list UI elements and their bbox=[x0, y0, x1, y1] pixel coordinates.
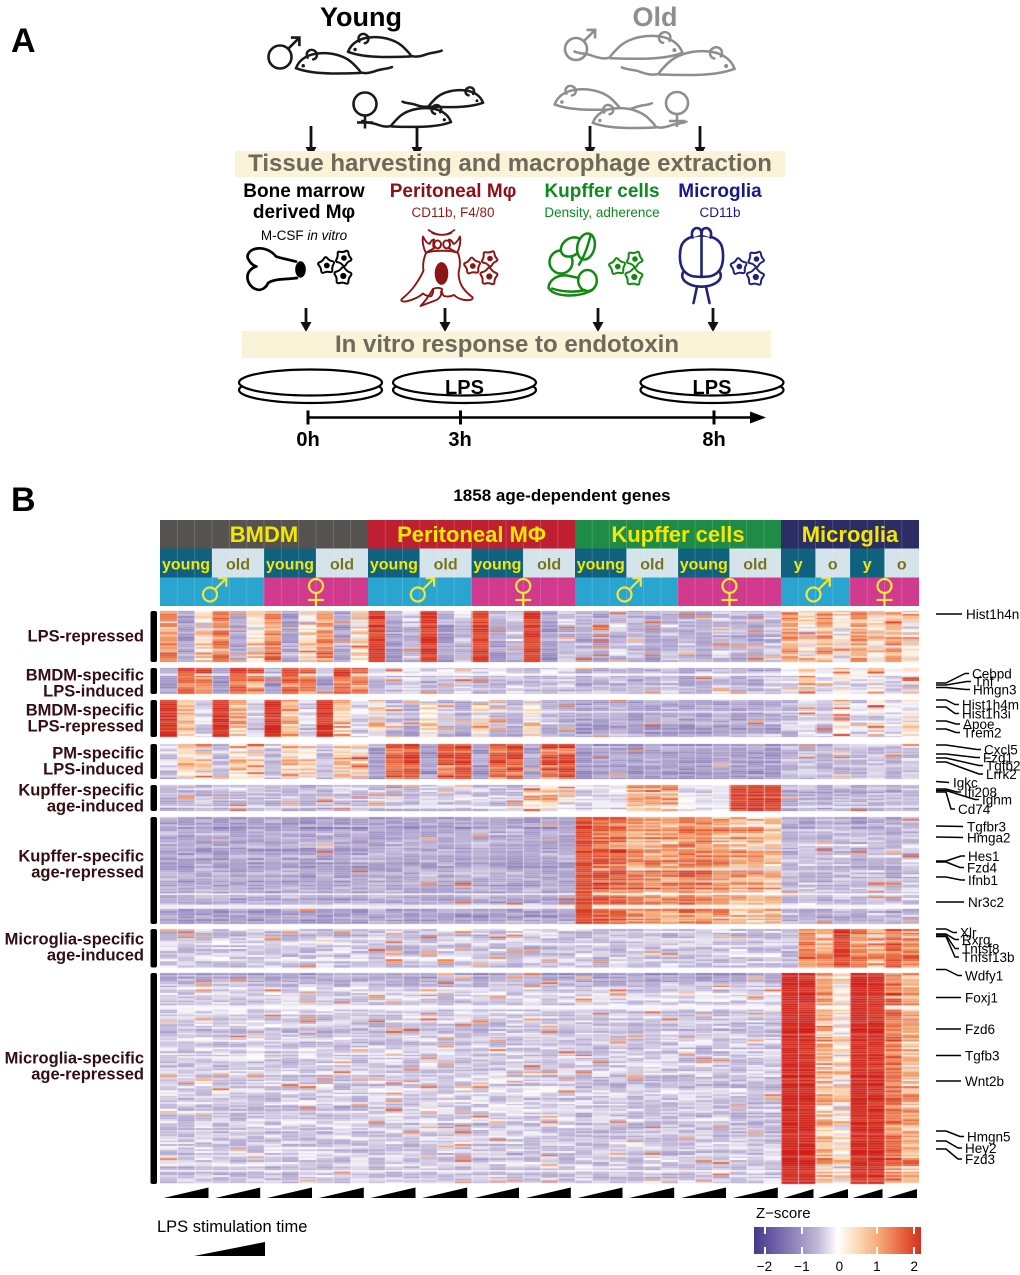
svg-text:CD11b: CD11b bbox=[699, 205, 740, 220]
svg-text:LPS-repressed: LPS-repressed bbox=[28, 628, 144, 646]
svg-text:LPS-repressed: LPS-repressed bbox=[28, 718, 144, 736]
svg-text:LPS: LPS bbox=[445, 377, 484, 399]
svg-text:Tnfsf13b: Tnfsf13b bbox=[962, 950, 1015, 965]
svg-text:Microglia-specific: Microglia-specific bbox=[5, 1050, 144, 1068]
svg-text:0: 0 bbox=[836, 1259, 844, 1274]
svg-text:BMDM: BMDM bbox=[230, 522, 298, 547]
svg-text:Ighm: Ighm bbox=[982, 793, 1012, 808]
svg-text:young: young bbox=[370, 557, 418, 574]
svg-text:old: old bbox=[743, 557, 767, 574]
svg-text:y: y bbox=[863, 557, 872, 574]
svg-text:Kupffer-specific: Kupffer-specific bbox=[18, 782, 144, 800]
svg-text:2: 2 bbox=[911, 1259, 919, 1274]
svg-text:Kupffer cells: Kupffer cells bbox=[544, 181, 659, 202]
svg-text:Foxj1: Foxj1 bbox=[965, 991, 998, 1006]
svg-text:Kupffer cells: Kupffer cells bbox=[611, 522, 744, 547]
svg-text:Microglia: Microglia bbox=[802, 522, 899, 547]
svg-text:Tgfb3: Tgfb3 bbox=[965, 1049, 1000, 1064]
svg-text:Apoe: Apoe bbox=[963, 717, 995, 732]
svg-text:Microglia: Microglia bbox=[678, 181, 762, 202]
svg-text:Wdfy1: Wdfy1 bbox=[965, 969, 1003, 984]
svg-text:Hmgn3: Hmgn3 bbox=[973, 683, 1017, 698]
svg-text:young: young bbox=[266, 557, 314, 574]
svg-text:Peritoneal Mφ: Peritoneal Mφ bbox=[390, 181, 517, 202]
svg-text:Ifi208: Ifi208 bbox=[964, 785, 997, 800]
svg-text:old: old bbox=[434, 557, 458, 574]
svg-text:−1: −1 bbox=[794, 1259, 809, 1274]
svg-text:Hist1h4n: Hist1h4n bbox=[966, 607, 1019, 622]
svg-text:0h: 0h bbox=[296, 429, 319, 451]
svg-text:old: old bbox=[330, 557, 354, 574]
svg-text:o: o bbox=[828, 557, 838, 574]
svg-text:Lrrk2: Lrrk2 bbox=[986, 767, 1017, 782]
svg-text:−2: −2 bbox=[757, 1259, 772, 1274]
svg-text:Igkc: Igkc bbox=[953, 776, 978, 791]
svg-text:BMDM-specific: BMDM-specific bbox=[26, 702, 144, 720]
svg-text:8h: 8h bbox=[702, 429, 725, 451]
svg-text:Hmgn5: Hmgn5 bbox=[967, 1130, 1011, 1145]
svg-text:Tnf: Tnf bbox=[974, 675, 994, 690]
svg-text:Xlr: Xlr bbox=[960, 926, 977, 941]
svg-text:Peritoneal MΦ: Peritoneal MΦ bbox=[397, 522, 546, 547]
svg-text:In vitro response to endotoxin: In vitro response to endotoxin bbox=[335, 331, 679, 358]
svg-text:Cd74: Cd74 bbox=[958, 802, 991, 817]
svg-text:Hist1h4m: Hist1h4m bbox=[962, 698, 1019, 713]
svg-text:A: A bbox=[11, 22, 36, 60]
svg-text:CD11b, F4/80: CD11b, F4/80 bbox=[411, 205, 494, 220]
svg-text:LPS stimulation time: LPS stimulation time bbox=[157, 1218, 307, 1236]
svg-text:LPS: LPS bbox=[693, 377, 732, 399]
svg-text:derived Mφ: derived Mφ bbox=[253, 202, 355, 223]
svg-text:Rxrg: Rxrg bbox=[962, 933, 991, 948]
svg-text:Bone marrow: Bone marrow bbox=[243, 181, 365, 202]
svg-text:old: old bbox=[226, 557, 250, 574]
svg-text:Tgfbr3: Tgfbr3 bbox=[967, 820, 1006, 835]
svg-text:Young: Young bbox=[320, 2, 402, 32]
svg-text:old: old bbox=[640, 557, 664, 574]
svg-text:Fzd3: Fzd3 bbox=[965, 1152, 995, 1167]
svg-text:Nr3c2: Nr3c2 bbox=[968, 895, 1004, 910]
svg-text:Old: Old bbox=[633, 2, 678, 32]
svg-text:Hes1: Hes1 bbox=[968, 849, 1000, 864]
svg-text:Cebpd: Cebpd bbox=[972, 667, 1012, 682]
svg-text:Hey2: Hey2 bbox=[965, 1141, 997, 1156]
svg-text:age-induced: age-induced bbox=[47, 947, 144, 965]
svg-text:LPS-induced: LPS-induced bbox=[43, 683, 144, 701]
svg-text:Cxcl5: Cxcl5 bbox=[984, 743, 1018, 758]
svg-text:Tnfsf8: Tnfsf8 bbox=[962, 942, 1000, 957]
svg-text:old: old bbox=[537, 557, 561, 574]
svg-text:young: young bbox=[577, 557, 625, 574]
svg-text:Wnt2b: Wnt2b bbox=[965, 1074, 1004, 1089]
svg-text:age-repressed: age-repressed bbox=[31, 1066, 144, 1084]
svg-text:Tgfb2: Tgfb2 bbox=[986, 759, 1020, 774]
svg-text:LPS-induced: LPS-induced bbox=[43, 761, 144, 779]
svg-text:age-repressed: age-repressed bbox=[31, 864, 144, 882]
svg-text:PM-specific: PM-specific bbox=[52, 745, 144, 763]
svg-text:Microglia-specific: Microglia-specific bbox=[5, 931, 144, 949]
svg-text:young: young bbox=[473, 557, 521, 574]
svg-text:Fzd4: Fzd4 bbox=[967, 861, 998, 876]
svg-text:y: y bbox=[794, 557, 803, 574]
svg-text:M-CSF in vitro: M-CSF in vitro bbox=[261, 228, 348, 243]
svg-text:1: 1 bbox=[873, 1259, 881, 1274]
svg-text:Hist1h3i: Hist1h3i bbox=[962, 707, 1011, 722]
svg-text:BMDM-specific: BMDM-specific bbox=[26, 667, 144, 685]
svg-text:3h: 3h bbox=[448, 429, 471, 451]
svg-text:Ifnb1: Ifnb1 bbox=[968, 873, 998, 888]
svg-text:young: young bbox=[162, 557, 210, 574]
svg-text:Trem2: Trem2 bbox=[963, 726, 1002, 741]
svg-text:Hmga2: Hmga2 bbox=[967, 831, 1011, 846]
svg-text:Z−score: Z−score bbox=[756, 1205, 811, 1222]
svg-text:Fzd1: Fzd1 bbox=[983, 751, 1013, 766]
svg-text:age-induced: age-induced bbox=[47, 798, 144, 816]
svg-text:Density, adherence: Density, adherence bbox=[544, 205, 659, 220]
svg-text:young: young bbox=[680, 557, 728, 574]
svg-text:o: o bbox=[897, 557, 907, 574]
svg-text:Fzd6: Fzd6 bbox=[965, 1022, 995, 1037]
svg-text:Kupffer-specific: Kupffer-specific bbox=[18, 848, 144, 866]
svg-text:Tissue harvesting and macropha: Tissue harvesting and macrophage extract… bbox=[248, 150, 772, 177]
